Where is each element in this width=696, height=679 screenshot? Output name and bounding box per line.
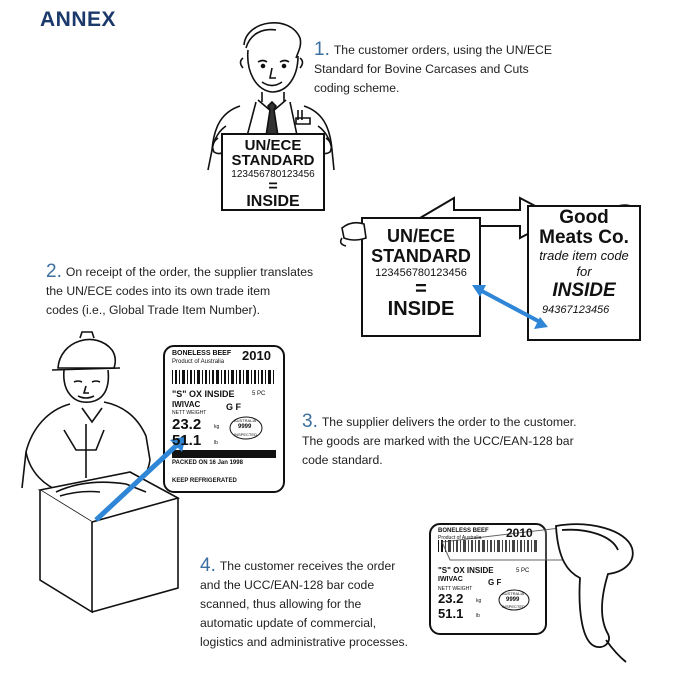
step-1-line-2: Standard for Bovine Carcases and Cuts bbox=[314, 62, 529, 76]
sign1-word: INSIDE bbox=[246, 193, 300, 210]
sign2-right-text: Good Meats Co. trade item code for INSID… bbox=[528, 208, 640, 317]
blue-arrow-step2 bbox=[472, 285, 548, 329]
label-large-origin: Product of Australia bbox=[172, 359, 225, 365]
sign1-equals: = bbox=[268, 178, 278, 195]
step-4-line-2: and the UCC/EAN-128 bar code bbox=[200, 578, 375, 592]
label-large-weight-label: NETT WEIGHT bbox=[172, 410, 207, 416]
label-large-pieces: 5 PC bbox=[252, 391, 266, 397]
step-2-line-3: codes (i.e., Global Trade Item Number). bbox=[46, 303, 261, 317]
sign2-right-word: INSIDE bbox=[552, 280, 616, 301]
label-large-stamp bbox=[229, 416, 263, 440]
label-large-stamp-num: 9999 bbox=[238, 424, 252, 430]
step-1-number: 1. bbox=[314, 39, 330, 60]
step-2-line-2: the UN/ECE codes into its own trade item bbox=[46, 284, 271, 298]
step-3-line-3: code standard. bbox=[302, 453, 383, 467]
label-large-footer: KEEP REFRIGERATED bbox=[172, 478, 237, 484]
page-title: ANNEX bbox=[40, 8, 117, 31]
label-small-cut: "S" OX INSIDE bbox=[438, 566, 494, 575]
sign1-line1: UN/ECE bbox=[244, 137, 302, 154]
sign2-right-line4: for bbox=[576, 264, 592, 279]
sign2-left-board bbox=[361, 217, 481, 337]
step-2-number: 2. bbox=[46, 261, 62, 282]
label-large-stamp-bottom: INSPECTED bbox=[234, 432, 257, 437]
label-small-stamp bbox=[498, 589, 530, 611]
sign1-code: 123456780123456 bbox=[231, 169, 315, 180]
label-large-barcode bbox=[172, 370, 276, 458]
sign2-left-word: INSIDE bbox=[387, 298, 455, 320]
label-small-kg: 23.2 bbox=[438, 591, 464, 606]
sign2-right-code: 94367123456 bbox=[542, 304, 610, 316]
label-large-grade: G F bbox=[226, 402, 241, 412]
sign2-right-line1: Good bbox=[559, 207, 609, 228]
sign2-right-board bbox=[527, 205, 641, 341]
label-small-grade: G F bbox=[488, 578, 502, 587]
label-small-pack: IWIVAC bbox=[438, 576, 463, 583]
label-small-stamp-bottom: INSPECTED bbox=[502, 604, 525, 609]
step-1: 1.The customer orders, using the UN/ECE … bbox=[314, 40, 552, 98]
label-large-year: 2010 bbox=[242, 348, 271, 363]
sign2-left-line1: UN/ECE bbox=[386, 226, 455, 246]
label-large-lb-unit: lb bbox=[214, 440, 218, 446]
step-4-line-4: automatic update of commercial, bbox=[200, 616, 377, 630]
meat-box bbox=[37, 471, 181, 614]
sign2-right-line2: Meats Co. bbox=[539, 227, 629, 248]
label-small-pieces: 5 PC bbox=[516, 568, 530, 574]
sign2-left-code: 123456780123456 bbox=[375, 267, 467, 279]
sign2-left-line2: STANDARD bbox=[371, 246, 471, 266]
label-small-weight-label: NETT WEIGHT bbox=[438, 586, 473, 592]
label-small-kg-unit: kg bbox=[476, 598, 482, 604]
label-large-kg: 23.2 bbox=[172, 416, 202, 433]
label-large-cut: "S" OX INSIDE bbox=[172, 389, 235, 399]
step-3-line-1: The supplier delivers the order to the c… bbox=[321, 415, 577, 429]
step-4-line-3: scanned, thus allowing for the bbox=[200, 597, 362, 611]
step-3-line-2: The goods are marked with the UCC/EAN-12… bbox=[302, 434, 574, 448]
sign1-board bbox=[221, 133, 325, 211]
step-4-line-5: logistics and administrative processes. bbox=[200, 635, 408, 649]
label-large-lb: 51.1 bbox=[172, 432, 202, 449]
step-3-number: 3. bbox=[302, 411, 318, 432]
label-small-barcode bbox=[438, 540, 537, 552]
step-2: 2.On receipt of the order, the supplier … bbox=[46, 262, 313, 320]
blue-arrow-step3 bbox=[94, 436, 186, 522]
label-large-pack: IWIVAC bbox=[172, 400, 201, 409]
label-small-lb-unit: lb bbox=[476, 613, 480, 619]
label-small-stamp-num: 9999 bbox=[506, 597, 520, 603]
label-small-product: BONELESS BEEF bbox=[438, 528, 489, 534]
label-large-stamp-top: AUSTRALIA bbox=[234, 418, 257, 423]
sign1-line2: STANDARD bbox=[231, 152, 315, 169]
step-4-line-1: The customer receives the order bbox=[219, 559, 396, 573]
label-large-product: BONELESS BEEF bbox=[172, 350, 232, 357]
sign2-left-equals: = bbox=[415, 278, 427, 300]
label-small-origin: Product of Australia bbox=[438, 535, 482, 541]
step-1-line-1: The customer orders, using the UN/ECE bbox=[333, 43, 552, 57]
label-large-packed: PACKED ON 16 Jan 1998 bbox=[172, 460, 243, 466]
label-small-year: 2010 bbox=[506, 526, 533, 540]
step-4-number: 4. bbox=[200, 555, 216, 576]
supplier-figure bbox=[21, 331, 151, 493]
barcode-scanner bbox=[555, 523, 634, 663]
label-large-kg-unit: kg bbox=[214, 424, 220, 430]
step-4: 4.The customer receives the order and th… bbox=[200, 556, 408, 652]
sign1-text: UN/ECE STANDARD 123456780123456 = INSIDE bbox=[222, 138, 324, 211]
step-3: 3.The supplier delivers the order to the… bbox=[302, 412, 577, 470]
step-2-line-1: On receipt of the order, the supplier tr… bbox=[65, 265, 314, 279]
label-small-lb: 51.1 bbox=[438, 606, 464, 621]
label-small-stamp-top: AUSTRALIA bbox=[502, 591, 525, 596]
step-1-line-3: coding scheme. bbox=[314, 81, 400, 95]
sign2-right-line3: trade item code bbox=[539, 248, 629, 263]
sign2-left-text: UN/ECE STANDARD 123456780123456 = INSIDE bbox=[362, 226, 480, 321]
